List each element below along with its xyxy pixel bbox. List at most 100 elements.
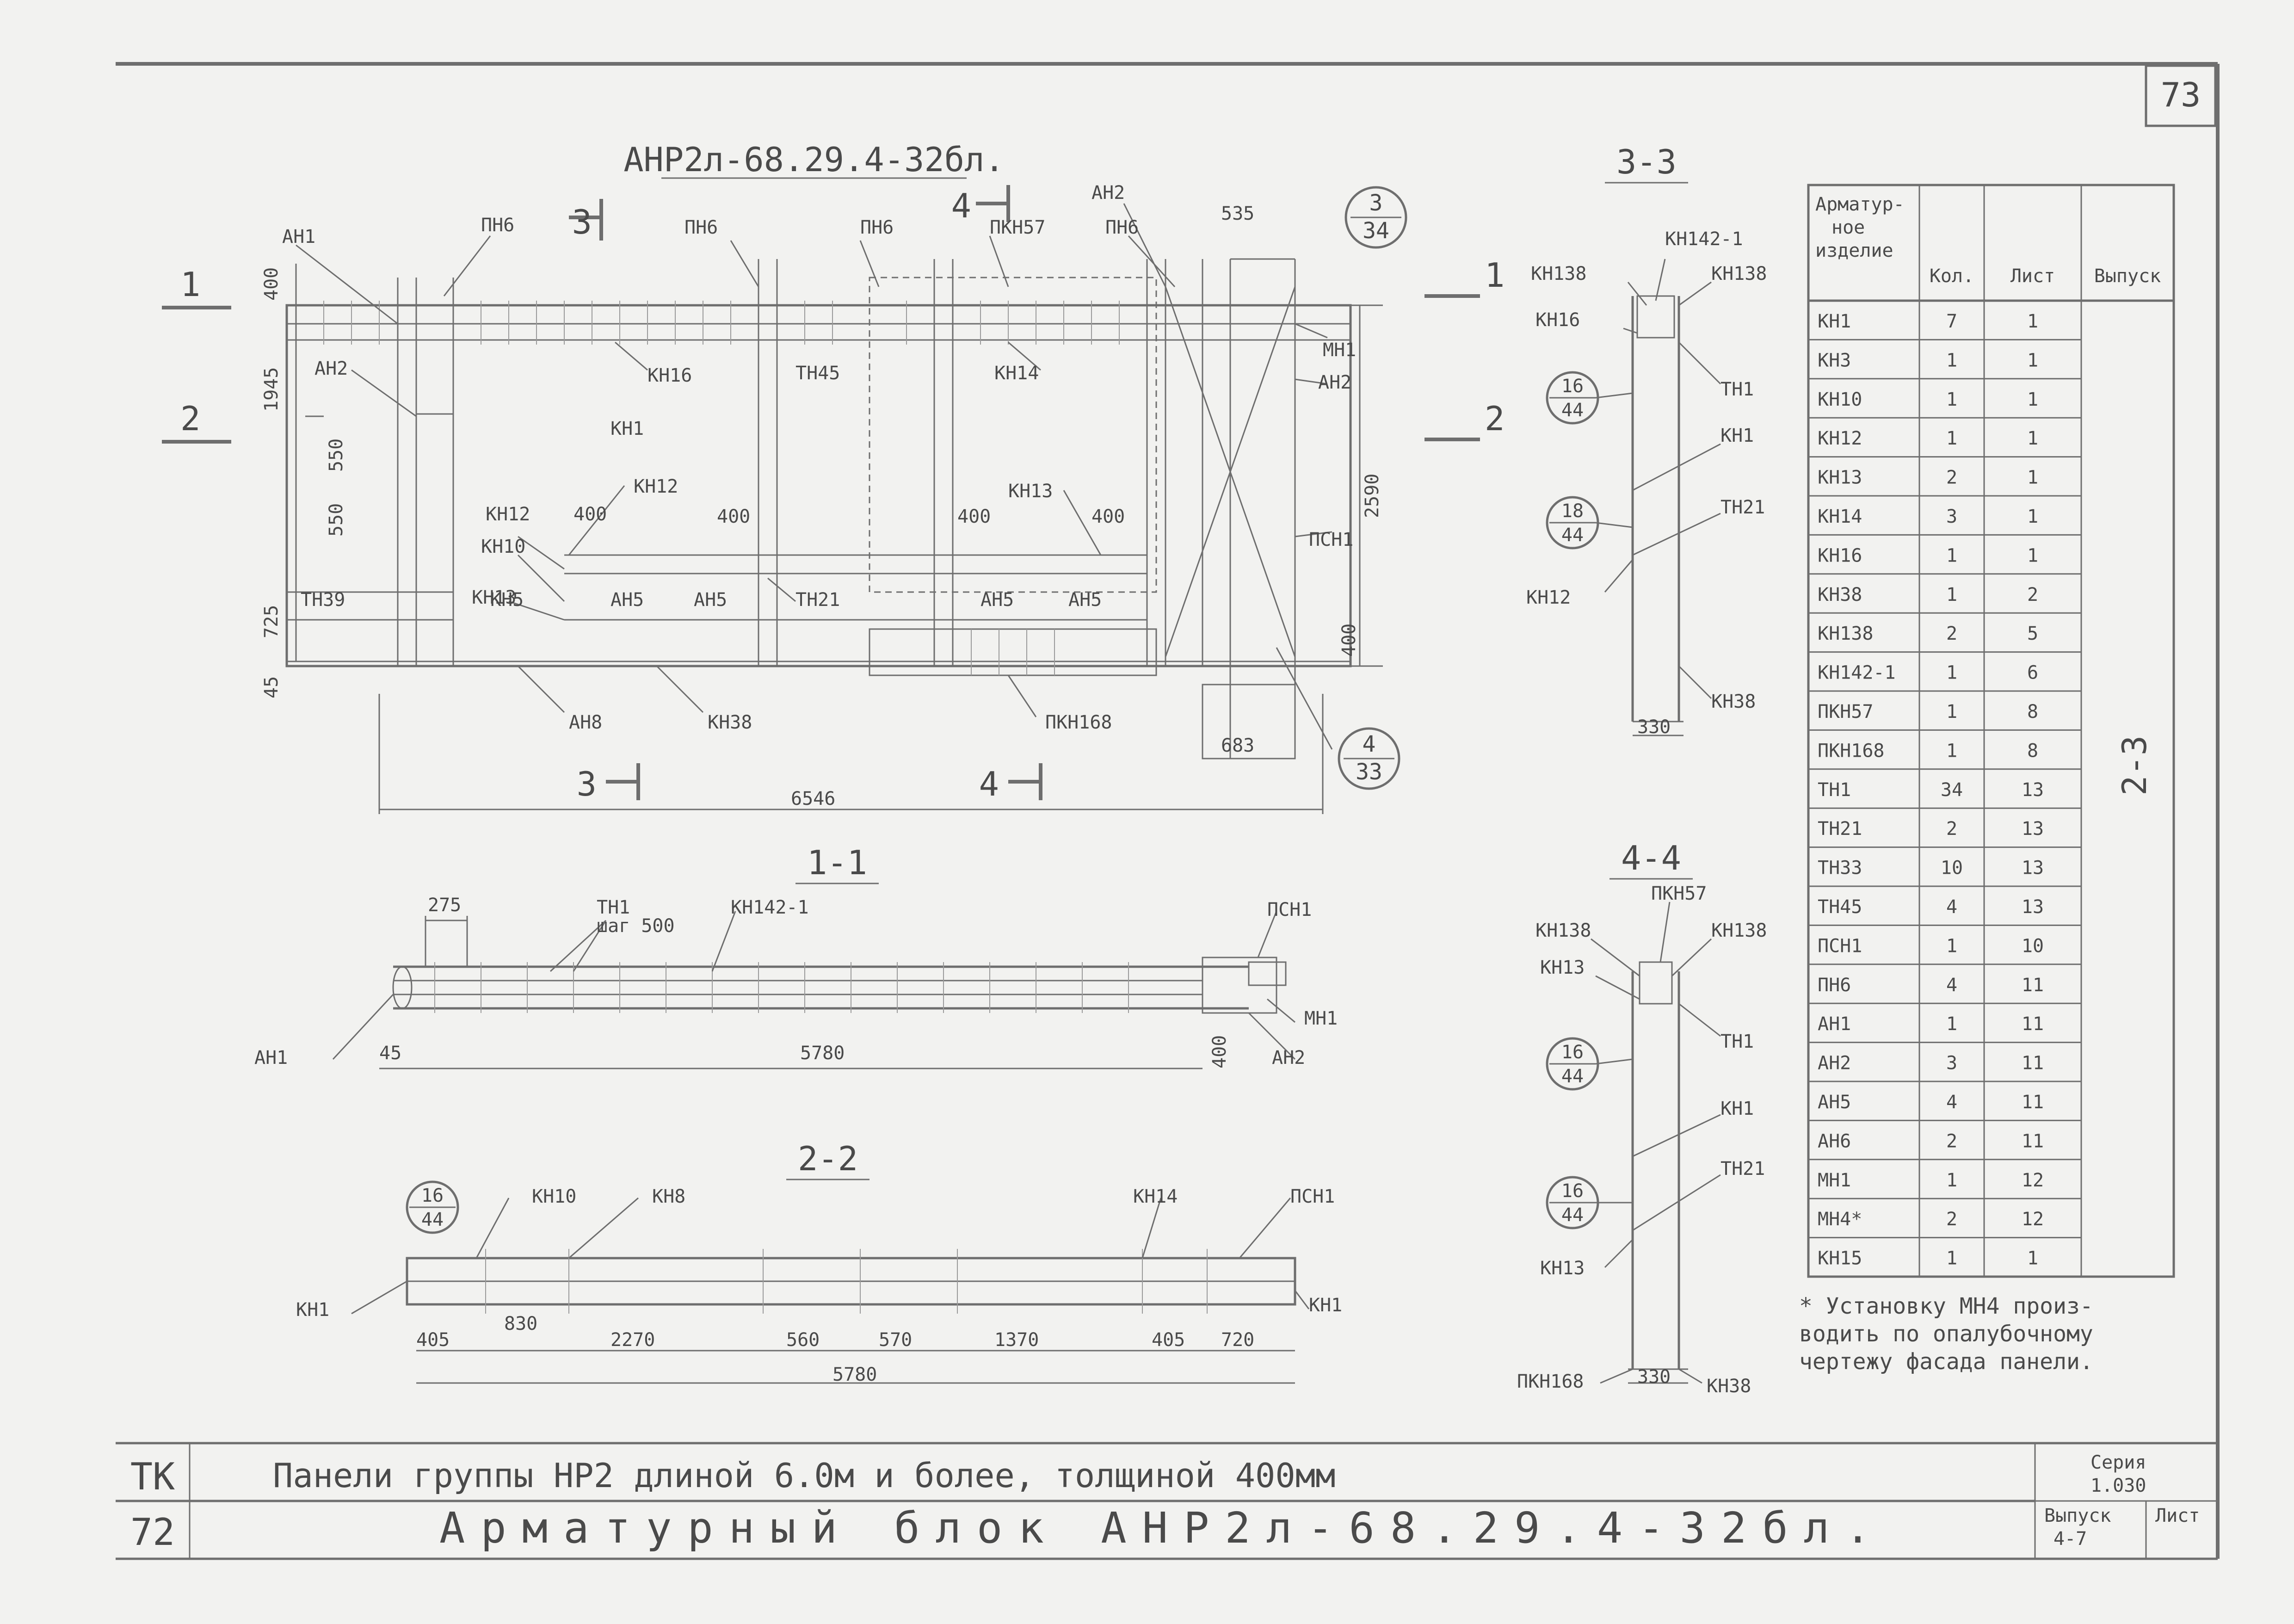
- main-view-labels: АН1 ПН6 ПН6 ПН6 ПКН57 АН2 ПН6 КН16 ТН45 …: [282, 182, 1356, 733]
- spec-header-sheet: Лист: [2010, 266, 2055, 287]
- svg-text:4: 4: [979, 765, 999, 803]
- callout-16-44-e: 16 44: [1546, 1176, 1599, 1229]
- spec-cell-sheet: 13: [2022, 818, 2044, 840]
- spec-cell-item: АН1: [1818, 1013, 1851, 1035]
- spec-cell-qty: 1: [1946, 428, 1957, 449]
- svg-text:405: 405: [416, 1329, 450, 1351]
- svg-text:ПСН1: ПСН1: [1309, 529, 1353, 550]
- svg-text:3: 3: [572, 203, 592, 241]
- svg-text:2590: 2590: [1362, 474, 1383, 518]
- title-line-1: Панели группы НР2 длиной 6.0м и более, т…: [273, 1456, 1335, 1495]
- main-view-title: АНР2л-68.29.4-32бл.: [623, 140, 1005, 179]
- svg-text:400: 400: [957, 506, 991, 527]
- svg-text:АН5: АН5: [694, 589, 727, 611]
- svg-text:ТН21: ТН21: [1720, 1158, 1765, 1179]
- spec-cell-item: ТН1: [1818, 779, 1851, 801]
- svg-text:330: 330: [1637, 716, 1671, 738]
- spec-cell-item: КН14: [1818, 506, 1862, 527]
- svg-text:ТН21: ТН21: [1720, 497, 1765, 518]
- spec-cell-sheet: 11: [2022, 1092, 2044, 1113]
- svg-text:ТН1: ТН1: [1720, 1031, 1754, 1052]
- section-3-3-title: 3-3: [1616, 142, 1677, 181]
- svg-text:570: 570: [879, 1329, 912, 1351]
- svg-text:1945: 1945: [261, 367, 282, 412]
- spec-cell-qty: 1: [1946, 389, 1957, 410]
- svg-text:ПН6: ПН6: [481, 215, 514, 236]
- spec-cell-sheet: 12: [2022, 1170, 2044, 1191]
- svg-text:3: 3: [577, 765, 597, 803]
- svg-text:400: 400: [574, 504, 607, 525]
- spec-cell-qty: 1: [1946, 662, 1957, 684]
- callout-3-34: 3 34: [1344, 186, 1407, 249]
- svg-text:5780: 5780: [832, 1364, 877, 1385]
- stamp-top: ТК: [130, 1455, 175, 1498]
- spec-cell-sheet: 8: [2027, 740, 2038, 761]
- callout-16-44-a: 16 44: [1546, 371, 1599, 425]
- svg-text:МН1: МН1: [1304, 1008, 1338, 1029]
- svg-text:ТН45: ТН45: [796, 363, 840, 384]
- main-view-dims: 1945 550 550 725 45 400 2590 400 400 400…: [261, 203, 1383, 809]
- svg-text:АН2: АН2: [314, 358, 348, 379]
- svg-text:1370: 1370: [994, 1329, 1039, 1351]
- series-value: 1.030: [2090, 1475, 2146, 1496]
- svg-text:КН12: КН12: [1526, 587, 1571, 608]
- svg-text:683: 683: [1221, 735, 1254, 756]
- spec-cell-qty: 10: [1941, 858, 1963, 879]
- title-block: ТК 72 Панели группы НР2 длиной 6.0м и бо…: [130, 1452, 2200, 1554]
- spec-cell-item: КН16: [1818, 545, 1862, 566]
- spec-cell-qty: 2: [1946, 623, 1957, 644]
- spec-cell-qty: 1: [1946, 1248, 1957, 1269]
- series-label: Серия: [2090, 1452, 2146, 1473]
- spec-cell-sheet: 2: [2027, 584, 2038, 605]
- svg-text:КН10: КН10: [481, 536, 525, 557]
- svg-text:ПСН1: ПСН1: [1290, 1186, 1335, 1207]
- spec-cell-item: КН10: [1818, 389, 1862, 410]
- svg-text:400: 400: [717, 506, 750, 527]
- issue-label: Выпуск: [2044, 1505, 2111, 1526]
- svg-text:2270: 2270: [610, 1329, 655, 1351]
- callout-4-33: 4 33: [1338, 727, 1400, 790]
- svg-text:4: 4: [951, 186, 971, 225]
- svg-text:44: 44: [1561, 525, 1584, 546]
- svg-text:КН38: КН38: [1711, 691, 1756, 712]
- spec-cell-qty: 3: [1946, 1053, 1957, 1074]
- svg-text:44: 44: [1561, 1066, 1584, 1087]
- spec-cell-sheet: 1: [2027, 311, 2038, 332]
- svg-text:34: 34: [1363, 218, 1389, 244]
- spec-cell-item: КН12: [1818, 428, 1862, 449]
- spec-cell-sheet: 11: [2022, 1053, 2044, 1074]
- svg-text:* Установку МН4 произ-: * Установку МН4 произ-: [1799, 1293, 2093, 1319]
- sheet-label: Лист: [2155, 1505, 2200, 1526]
- spec-cell-qty: 7: [1946, 311, 1957, 332]
- svg-text:2: 2: [180, 399, 200, 438]
- spec-cell-item: АН6: [1818, 1130, 1851, 1152]
- svg-text:КН138: КН138: [1531, 263, 1586, 284]
- svg-text:КН14: КН14: [1133, 1186, 1178, 1207]
- spec-cell-qty: 3: [1946, 506, 1957, 527]
- svg-text:ПКН57: ПКН57: [990, 217, 1045, 238]
- svg-text:4: 4: [1363, 731, 1376, 757]
- callout-16-44-d: 16 44: [1546, 1037, 1599, 1091]
- svg-text:КН14: КН14: [994, 363, 1039, 384]
- svg-text:КН16: КН16: [648, 365, 692, 386]
- svg-text:400: 400: [1092, 506, 1125, 527]
- spec-cell-qty: 1: [1946, 1013, 1957, 1035]
- spec-cell-item: КН38: [1818, 584, 1862, 605]
- spec-cell-sheet: 13: [2022, 779, 2044, 801]
- svg-text:ПКН57: ПКН57: [1651, 883, 1707, 904]
- svg-text:45: 45: [261, 676, 282, 698]
- spec-cell-qty: 2: [1946, 1209, 1957, 1230]
- svg-text:ПКН168: ПКН168: [1045, 712, 1112, 733]
- svg-text:535: 535: [1221, 203, 1254, 224]
- svg-text:ПКН168: ПКН168: [1517, 1371, 1584, 1392]
- svg-text:КН8: КН8: [652, 1186, 685, 1207]
- svg-text:КН1: КН1: [610, 418, 644, 439]
- spec-cell-qty: 1: [1946, 584, 1957, 605]
- svg-text:1: 1: [180, 265, 200, 304]
- svg-text:КН13: КН13: [1540, 1258, 1585, 1279]
- svg-text:550: 550: [326, 438, 347, 472]
